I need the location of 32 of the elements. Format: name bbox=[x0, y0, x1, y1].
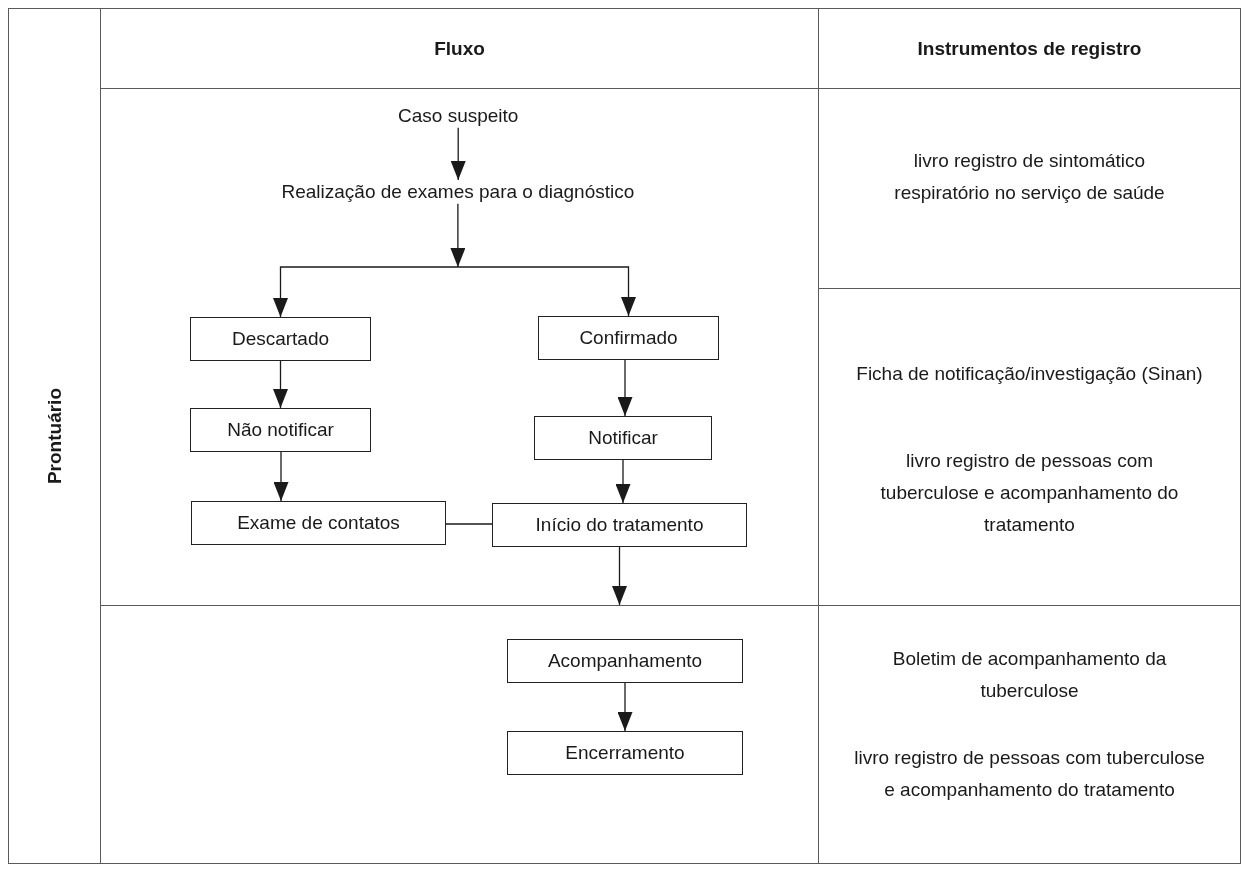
register-text: livro registro de sintomático respiratório no serviço de saúde bbox=[893, 149, 1166, 205]
process-box: Exame de contatos bbox=[191, 501, 446, 545]
register-text: Ficha de notificação/investigação (Sinan) bbox=[855, 362, 1204, 386]
arrow bbox=[617, 359, 633, 417]
arrow bbox=[450, 203, 466, 268]
arrow bbox=[273, 451, 289, 502]
process-box: Encerramento bbox=[507, 731, 743, 775]
register-text: livro registro de pessoas com tuberculose e acompanhamento do tratamento bbox=[879, 449, 1180, 537]
register-text: livro registro de pessoas com tuberculose e acompanhamento do tratamento bbox=[853, 746, 1206, 802]
table-cell bbox=[818, 605, 1241, 864]
arrow bbox=[457, 266, 636, 317]
process-box: Confirmado bbox=[538, 316, 719, 360]
register-text: Boletim de acompanhamento da tuberculose bbox=[891, 647, 1168, 703]
connector-line bbox=[445, 523, 493, 525]
column-header: Fluxo bbox=[434, 36, 485, 61]
table-cell bbox=[818, 8, 1241, 89]
process-box: Notificar bbox=[534, 416, 712, 460]
arrow bbox=[273, 360, 288, 409]
column-header: Instrumentos de registro bbox=[917, 36, 1142, 61]
step-label: Realização de exames para o diagnóstico bbox=[281, 180, 635, 204]
row-header: Prontuário bbox=[42, 387, 66, 485]
arrow bbox=[612, 546, 627, 606]
table-cell bbox=[8, 8, 101, 864]
step-label: Caso suspeito bbox=[398, 104, 519, 128]
process-box: Início do tratamento bbox=[492, 503, 747, 547]
arrow bbox=[615, 459, 631, 504]
arrow bbox=[450, 127, 466, 181]
process-box: Não notificar bbox=[190, 408, 371, 452]
arrow bbox=[617, 682, 633, 732]
process-box: Descartado bbox=[190, 317, 371, 361]
arrow bbox=[273, 266, 459, 318]
process-box: Acompanhamento bbox=[507, 639, 743, 683]
